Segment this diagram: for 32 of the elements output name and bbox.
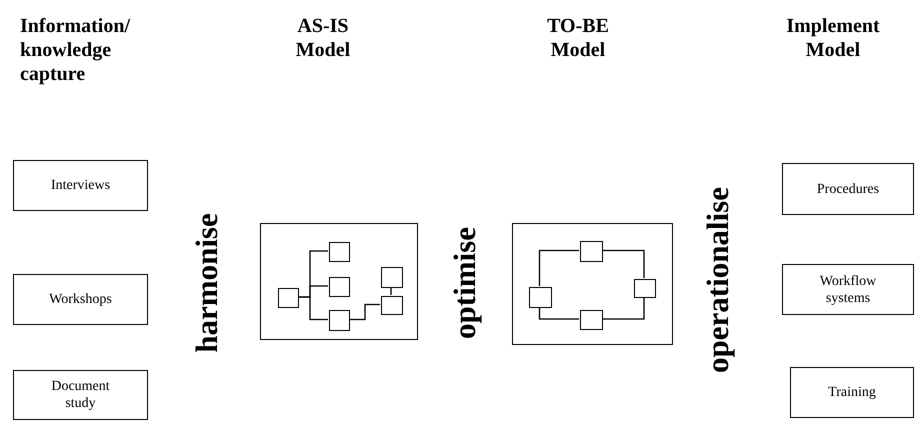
process-box: Training [790,367,914,418]
column-heading: Information/ knowledge capture [20,14,132,86]
vertical-label: optimise [448,227,482,339]
connector-line [602,297,645,320]
small-box [580,310,603,330]
model-frame [260,223,418,340]
model-frame [512,223,673,345]
process-box: Workshops [13,274,148,325]
connector-line [538,250,579,286]
process-box: Procedures [782,163,914,215]
small-box [529,287,552,308]
vertical-label: harmonise [190,213,224,353]
connector-line [390,287,392,295]
vertical-label: operationalise [701,187,735,373]
small-box [329,242,350,262]
process-box: Document study [13,370,148,420]
small-box [381,296,403,315]
column-heading: AS-IS Model [294,14,352,62]
small-box [278,288,299,308]
connector-line [602,250,645,278]
connector-line [538,307,579,320]
small-box [381,267,403,288]
process-box: Interviews [13,160,148,211]
process-box: Workflow systems [782,264,914,315]
column-heading: TO-BE Model [546,14,610,62]
small-box [634,279,656,298]
small-box [580,241,603,262]
small-box [329,277,350,297]
connector-line [298,296,328,320]
column-heading: Implement Model [785,14,881,62]
connector-line [349,304,380,320]
small-box [329,310,350,331]
